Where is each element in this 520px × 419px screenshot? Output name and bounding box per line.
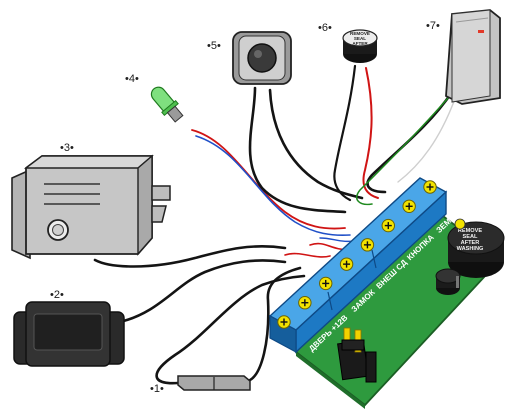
wire-reed-switch-a <box>246 266 302 383</box>
wire-led-red <box>191 129 346 230</box>
header-side-block <box>365 351 377 383</box>
wire-buzzer-red <box>362 67 379 199</box>
reed-switch: •1• <box>150 375 251 395</box>
psu-face <box>33 313 103 351</box>
button-cap <box>247 43 277 73</box>
lock-top-face <box>23 155 154 169</box>
wire-reader-black <box>366 90 454 194</box>
label-led-number: •4• <box>125 73 139 85</box>
wire-reed-switch-b <box>155 274 306 385</box>
terminal-screw <box>298 296 312 310</box>
board-buzzer-top <box>447 221 505 255</box>
electromechanical-lock: •3• <box>11 142 171 260</box>
reader-face-line <box>455 17 489 23</box>
board-buzzer-seal-line: AFTER <box>461 240 480 246</box>
terminal-screw <box>381 218 395 233</box>
board-buzzer: REMOVE SEAL AFTER WASHING <box>447 218 505 278</box>
reader-face <box>451 9 491 103</box>
buzzer-seal-line: SEAL <box>354 36 366 41</box>
buzzer-top <box>342 29 378 47</box>
wire-led-blue <box>195 135 351 237</box>
reader-led <box>478 30 484 33</box>
capacitor-top <box>435 268 461 284</box>
wire-reader-green <box>356 97 449 206</box>
button-cap-highlight <box>254 50 262 58</box>
board-label-data: DATA <box>458 192 480 213</box>
terminal-screw <box>402 199 416 213</box>
wire-power-supply <box>118 259 287 324</box>
buzzer-seal-line: AFTER <box>352 41 368 46</box>
label-lock-number: •3• <box>60 142 74 154</box>
pcb-edge <box>296 352 365 409</box>
terminal-screws <box>277 180 437 329</box>
label-reed-switch-number: •1• <box>150 383 164 395</box>
small-buzzer: REMOVE SEAL AFTER •6• <box>318 22 378 63</box>
wire-button-b <box>268 88 364 200</box>
card-reader: •7• <box>426 9 501 105</box>
lock-bolt <box>151 185 171 201</box>
board-buzzer-seal-line: WASHING <box>457 246 484 252</box>
terminal-screw <box>339 257 354 271</box>
led-holder <box>166 105 184 123</box>
wire-buzzer-black <box>333 64 357 202</box>
wire-button-a <box>248 86 347 214</box>
terminal-screw <box>277 315 291 329</box>
wire-lock <box>93 245 287 268</box>
buzzer-seal-line: REMOVE <box>350 31 370 36</box>
lock-body <box>25 155 153 255</box>
label-button-number: •5• <box>207 40 221 52</box>
label-power-supply-number: •2• <box>50 289 64 301</box>
lock-side-face <box>137 154 153 256</box>
exit-button: •5• <box>207 31 292 85</box>
board-buzzer-seal-line: REMOVE <box>458 228 483 234</box>
board-buzzer-seal-line: SEAL <box>463 234 479 240</box>
power-supply: •2• <box>13 289 125 367</box>
pin-header <box>337 327 377 383</box>
controller-board: ДВЕРЬ +12В ЗАМОК ВНЕШ СД КНОПКА ЗЕМЛЯ DA… <box>268 177 505 409</box>
terminal-divider <box>327 249 377 311</box>
label-reader-number: •7• <box>426 20 440 32</box>
led-indicator: •4• <box>125 73 184 123</box>
lock-latch <box>151 205 167 223</box>
jumper <box>341 339 365 351</box>
terminal-screw <box>319 276 333 291</box>
terminal-screw <box>360 238 375 252</box>
lock-cylinder-inner <box>52 224 64 236</box>
capacitor-stripe <box>456 276 459 288</box>
capacitor <box>435 268 461 295</box>
terminal-block <box>268 177 448 354</box>
label-small-buzzer-number: •6• <box>318 22 332 34</box>
terminal-screw <box>423 180 437 194</box>
board-buzzer-dot <box>454 218 466 230</box>
wire-reader-white <box>397 95 457 183</box>
